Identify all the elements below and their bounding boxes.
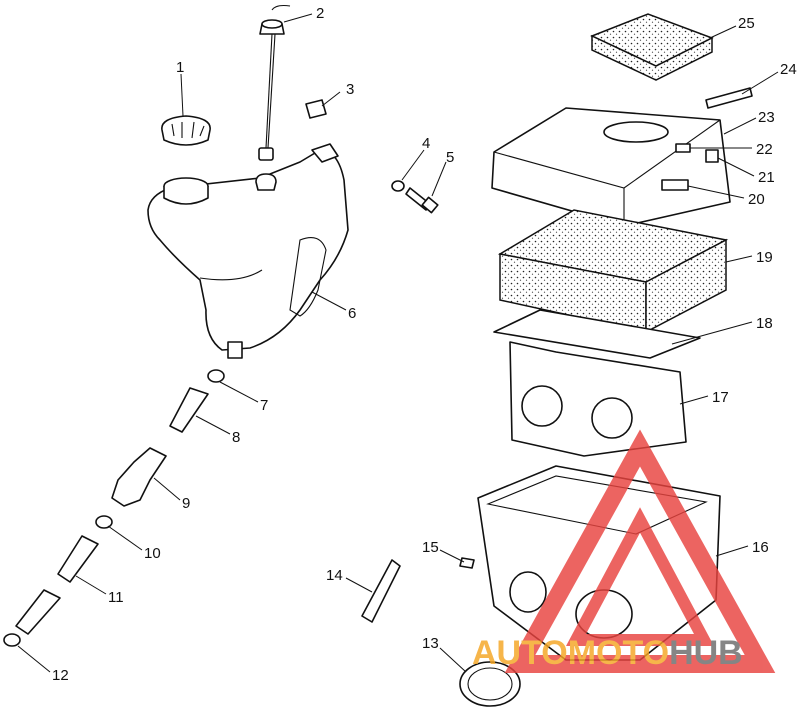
- hose-line: [3, 369, 225, 647]
- leader-lines: [17, 13, 779, 673]
- callout-labels: 1 2 3 4 5 6 7 8 9 10 11 12 13 14 15 16 1…: [52, 5, 797, 684]
- watermark-text-1: AUTOMOTO: [472, 634, 669, 672]
- callout-15: 15: [422, 539, 439, 556]
- callout-24: 24: [780, 61, 797, 78]
- callout-18: 18: [756, 315, 773, 332]
- dipstick: [259, 4, 291, 149]
- filter-element: [497, 209, 729, 334]
- watermark-text-2: HUB: [669, 634, 743, 672]
- airbox-cover: [491, 107, 731, 227]
- airbox-base: [477, 465, 721, 661]
- callout-12: 12: [52, 667, 69, 684]
- callout-1: 1: [176, 59, 184, 76]
- callout-11: 11: [108, 589, 124, 606]
- callout-23: 23: [758, 109, 775, 126]
- gasket: [493, 309, 701, 359]
- callout-13: 13: [422, 635, 439, 652]
- clip: [361, 559, 401, 623]
- callout-4: 4: [422, 135, 430, 152]
- callout-5: 5: [446, 149, 454, 166]
- callout-20: 20: [748, 191, 765, 208]
- filter-plate: [509, 341, 687, 457]
- watermark-triangle: [504, 429, 776, 673]
- callout-6: 6: [348, 305, 356, 322]
- callout-22: 22: [756, 141, 773, 158]
- watermark-triangle-inner: [566, 507, 714, 646]
- screw: [459, 557, 475, 569]
- washer: [391, 180, 405, 192]
- callout-19: 19: [756, 249, 773, 266]
- watermark-logo: AUTOMOTOHUB: [472, 429, 776, 673]
- callout-17: 17: [712, 389, 729, 406]
- callout-7: 7: [260, 397, 268, 414]
- callout-25: 25: [738, 15, 755, 32]
- callout-3: 3: [346, 81, 354, 98]
- callout-21: 21: [758, 169, 775, 186]
- callout-9: 9: [182, 495, 190, 512]
- svg-text:AUTOMOTOHUB: AUTOMOTOHUB: [472, 634, 743, 672]
- foam-cap: [590, 13, 714, 81]
- tank-cap: [161, 115, 211, 146]
- bracket: [305, 99, 327, 119]
- decal: [705, 87, 753, 109]
- callout-10: 10: [144, 545, 161, 562]
- oil-tank: [147, 143, 349, 359]
- callout-8: 8: [232, 429, 240, 446]
- bolt: [405, 187, 439, 214]
- callout-2: 2: [316, 5, 324, 22]
- callout-14: 14: [326, 567, 343, 584]
- callout-16: 16: [752, 539, 769, 556]
